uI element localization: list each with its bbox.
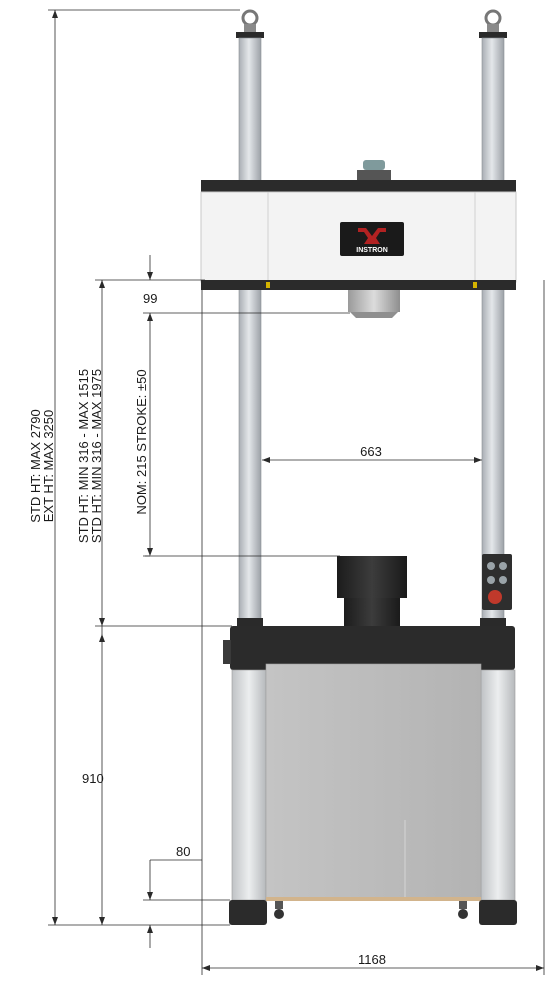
cabinet-trim bbox=[266, 897, 481, 901]
leg-left bbox=[231, 669, 267, 901]
caster-right bbox=[458, 901, 468, 919]
column-collar-right bbox=[480, 618, 506, 626]
instron-logo: INSTRON bbox=[340, 222, 404, 256]
column-collar-left bbox=[237, 618, 263, 626]
load-cell bbox=[348, 290, 400, 318]
cabinet bbox=[265, 663, 482, 901]
overall-width-label: 1168 bbox=[358, 952, 386, 967]
foot-right bbox=[479, 900, 517, 925]
overall-height-label-std: STD HT: MAX 2790 bbox=[28, 409, 43, 522]
daylight-label-std: STD HT: MIN 316 - MAX 1515 bbox=[76, 369, 91, 543]
stroke-label: NOM: 215 STROKE: ±50 bbox=[134, 369, 149, 514]
dimension-arrows bbox=[52, 10, 544, 971]
crosshead-offset-label: 99 bbox=[143, 291, 157, 306]
control-pendant bbox=[482, 554, 512, 610]
lifting-eye-right bbox=[479, 9, 507, 38]
column-left bbox=[238, 37, 262, 624]
daylight-label-ext: STD HT: MIN 316 - MAX 1975 bbox=[89, 369, 104, 543]
actuator bbox=[337, 556, 407, 628]
column-right bbox=[481, 37, 505, 624]
logo-text: INSTRON bbox=[356, 247, 388, 254]
foot-height-label: 80 bbox=[176, 844, 190, 859]
caster-left bbox=[274, 901, 284, 919]
overall-height-label-ext: EXT HT: MAX 3250 bbox=[41, 410, 56, 522]
column-spacing-label: 663 bbox=[360, 444, 382, 459]
base-table bbox=[223, 626, 515, 670]
table-height-label: 910 bbox=[82, 771, 104, 786]
leg-right bbox=[480, 669, 516, 901]
foot-left bbox=[229, 900, 267, 925]
lifting-eye-left bbox=[236, 9, 264, 38]
dimension-lines bbox=[48, 9, 545, 975]
